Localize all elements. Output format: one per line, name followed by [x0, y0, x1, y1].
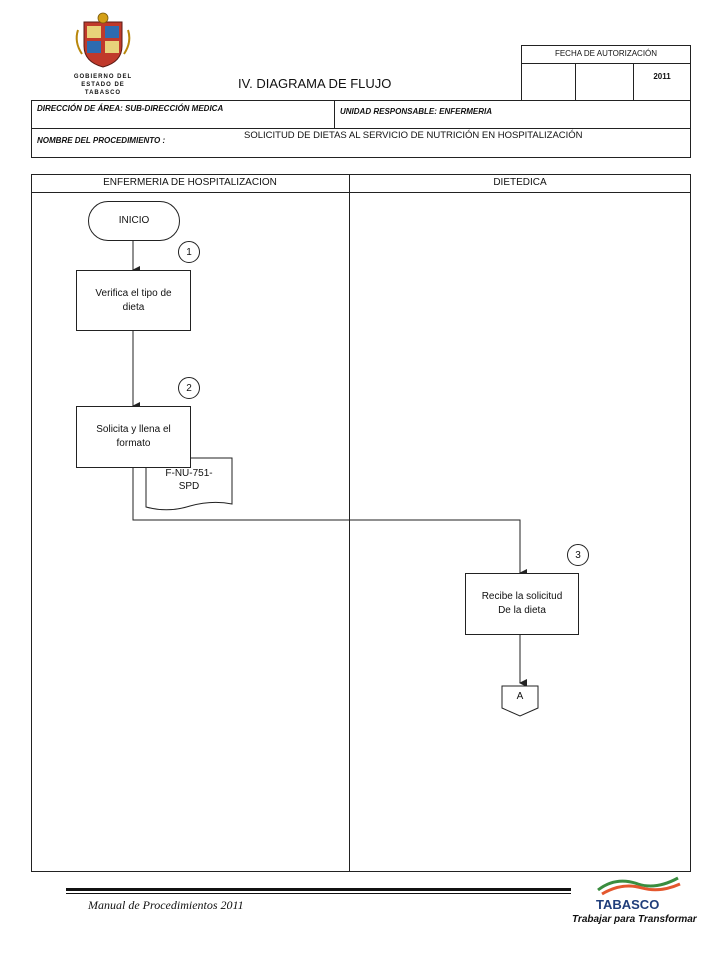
document-label: F-NU-751- SPD [165, 468, 213, 492]
procedure-row [31, 128, 691, 158]
state-coat-of-arms-logo: GOBIERNO DEL ESTADO DE TABASCO [70, 12, 136, 96]
footer-rule-thin [66, 893, 571, 894]
step-number-3: 3 [567, 544, 589, 566]
off-page-connector-shape [501, 685, 539, 717]
off-page-connector-label: A [516, 691, 524, 702]
procedure-label: NOMBRE DEL PROCEDIMIENTO : [37, 136, 166, 145]
brand-name: TABASCO [596, 897, 660, 912]
logo-line-2: ESTADO DE [81, 82, 125, 88]
divider [633, 63, 634, 101]
lane-divider [349, 174, 350, 872]
lane-header-nursing: ENFERMERIA DE HOSPITALIZACION [103, 177, 277, 188]
logo-line-3: TABASCO [84, 90, 122, 96]
tabasco-brand-logo: TABASCO Trabajar para Transformar [572, 874, 697, 934]
start-terminator: INICIO [88, 201, 180, 241]
logo-line-1: GOBIERNO DEL [73, 74, 133, 80]
authorization-date-label: FECHA DE AUTORIZACIÓN [554, 49, 658, 58]
footer-rule [66, 888, 571, 891]
process-step-2: Solicita y llena el formato [76, 406, 191, 468]
shield-icon [75, 12, 131, 68]
divider [521, 63, 691, 64]
lane-header-dietetics: DIETEDICA [493, 177, 547, 188]
page-title: IV. DIAGRAMA DE FLUJO [238, 76, 392, 91]
divider [575, 63, 576, 101]
responsible-unit-label: UNIDAD RESPONSABLE: ENFERMERIA [340, 107, 493, 116]
procedure-name: SOLICITUD DE DIETAS AL SERVICIO DE NUTRI… [244, 130, 583, 141]
swimlane-frame [31, 174, 691, 872]
step-number-1: 1 [178, 241, 200, 263]
area-label: DIRECCIÓN DE ÁREA: SUB-DIRECCIÓN MEDICA [37, 104, 224, 113]
brand-swoosh-icon [597, 876, 681, 896]
lane-header-divider [31, 192, 691, 193]
brand-slogan: Trabajar para Transformar [572, 914, 697, 925]
process-step-1: Verifica el tipo de dieta [76, 270, 191, 331]
document-shape [145, 457, 233, 511]
step-number-2: 2 [178, 377, 200, 399]
manual-footer-text: Manual de Procedimientos 2011 [88, 898, 244, 912]
connector-step2-to-step3 [132, 467, 527, 577]
process-step-3: Recibe la solicitud De la dieta [465, 573, 579, 635]
authorization-year: 2011 [653, 72, 671, 81]
divider [334, 100, 335, 129]
